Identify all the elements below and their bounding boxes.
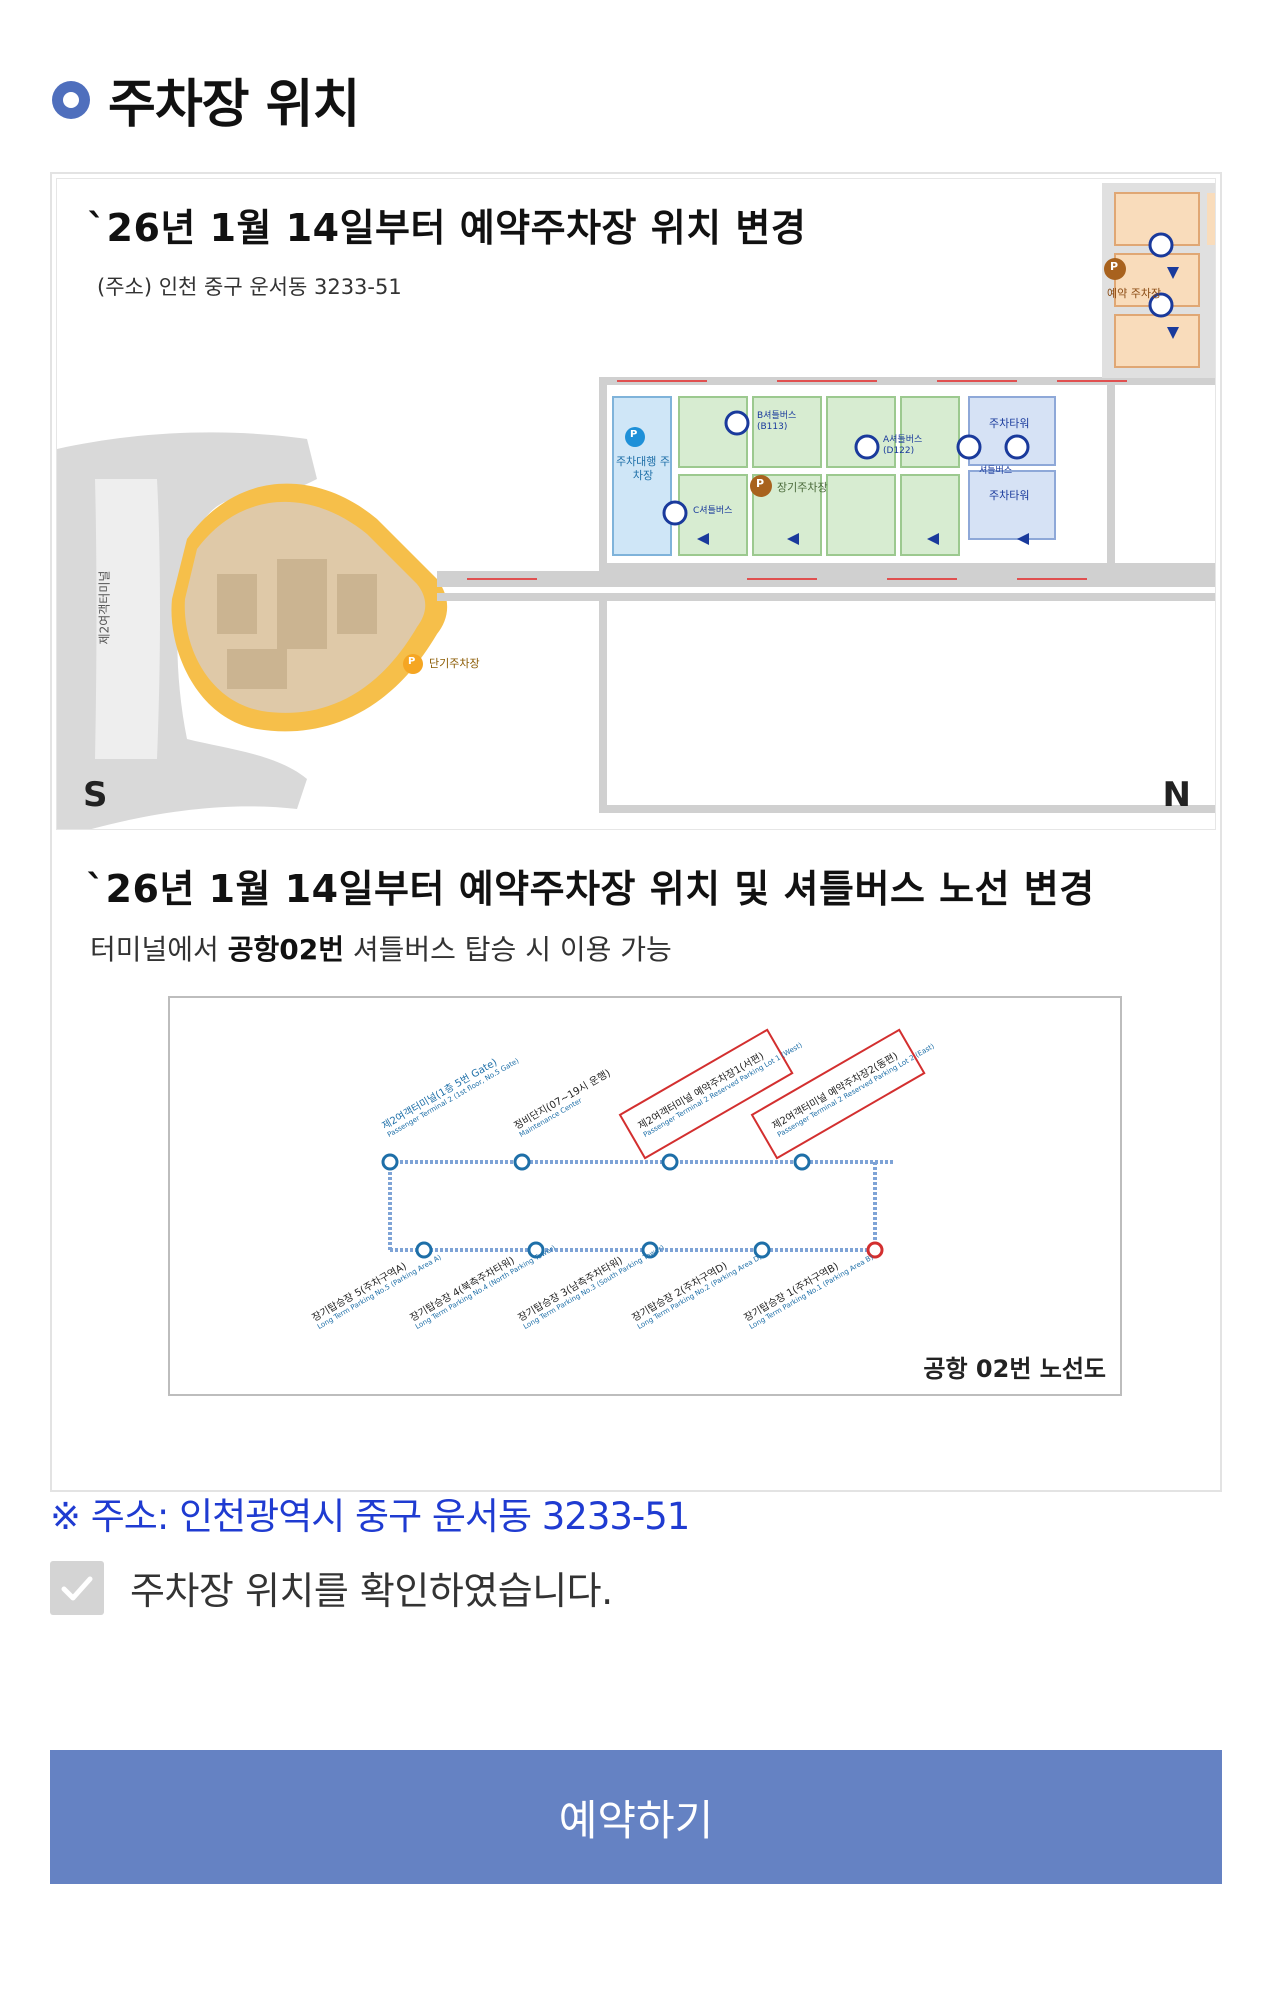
p-marker-valet: P bbox=[630, 429, 638, 440]
route-bus-number: 공항02번 bbox=[227, 933, 344, 966]
reserved-lot-label: 예약 주차장 bbox=[1107, 287, 1162, 300]
check-icon bbox=[61, 1576, 93, 1600]
map-illustration bbox=[57, 183, 1215, 829]
bus-a-label: A셔틀버스 (D122) bbox=[883, 435, 923, 456]
map-address: (주소) 인천 중구 운서동 3233-51 bbox=[97, 275, 402, 299]
compass-south: S bbox=[83, 775, 108, 815]
parking-location-map: `26년 1월 14일부터 예약주차장 위치 변경 (주소) 인천 중구 운서동… bbox=[56, 178, 1216, 830]
p-marker-short-term: P bbox=[408, 656, 416, 667]
page-title: 주차장 위치 bbox=[108, 75, 360, 135]
confirm-checkbox[interactable] bbox=[50, 1560, 104, 1615]
reserve-button[interactable]: 예약하기 bbox=[50, 1750, 1222, 1884]
parking-info-card: `26년 1월 14일부터 예약주차장 위치 변경 (주소) 인천 중구 운서동… bbox=[50, 172, 1222, 1492]
circle-bullet-icon bbox=[52, 80, 90, 119]
compass-north: N bbox=[1162, 775, 1191, 815]
valet-lot-label: 주차대행 주차장 bbox=[615, 455, 671, 482]
confirm-label[interactable]: 주차장 위치를 확인하였습니다. bbox=[130, 1569, 613, 1613]
bus-tower-label: 셔틀버스 bbox=[979, 466, 1013, 476]
route-lines bbox=[381, 1028, 926, 1259]
p-marker-long-term: P bbox=[756, 477, 765, 490]
shuttle-route-panel: `26년 1월 14일부터 예약주차장 위치 및 셔틀버스 노선 변경 터미널에… bbox=[56, 836, 1216, 1486]
route-heading: `26년 1월 14일부터 예약주차장 위치 및 셔틀버스 노선 변경 bbox=[86, 867, 1095, 911]
map-heading: `26년 1월 14일부터 예약주차장 위치 변경 bbox=[87, 206, 807, 250]
route-caption: 공항 02번 노선도 bbox=[923, 1355, 1106, 1383]
p-marker-reserved: P bbox=[1110, 260, 1119, 273]
route-diagram: 제2여객터미널(1층 5번 Gate) Passenger Terminal 2… bbox=[168, 996, 1122, 1396]
address-notice: ※ 주소: 인천광역시 중구 운서동 3233-51 bbox=[50, 1495, 690, 1538]
confirm-checkbox-row[interactable]: 주차장 위치를 확인하였습니다. bbox=[50, 1560, 613, 1615]
route-description: 터미널에서 공항02번 셔틀버스 탑승 시 이용 가능 bbox=[90, 933, 672, 966]
parking-tower-label-bottom: 주차타워 bbox=[989, 489, 1030, 502]
short-term-lot-label: 단기주차장 bbox=[429, 657, 480, 670]
bus-b-label: B셔틀버스 (B113) bbox=[757, 411, 797, 432]
parking-tower-label-top: 주차타워 bbox=[989, 417, 1030, 430]
long-term-lot-label: 장기주차장 bbox=[777, 481, 828, 494]
bus-c-label: C셔틀버스 bbox=[693, 506, 733, 516]
section-header: 주차장 위치 bbox=[52, 62, 360, 137]
terminal-label: 제2여객터미널 bbox=[97, 570, 112, 645]
